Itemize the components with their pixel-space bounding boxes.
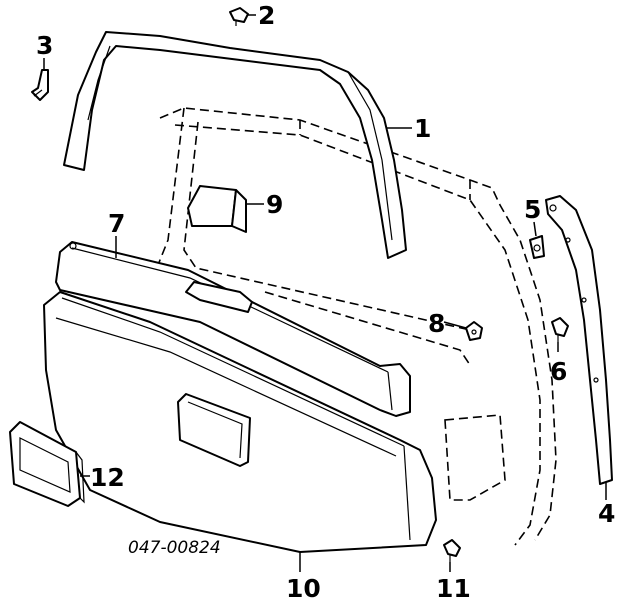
part-10-trim-panel — [43, 291, 437, 553]
part-5-clip — [529, 235, 545, 259]
callout-12: 12 — [90, 463, 125, 492]
part-1-arch-molding — [63, 31, 407, 259]
callout-5: 5 — [524, 195, 541, 224]
part-9-trim-block — [187, 185, 247, 233]
callout-9: 9 — [266, 190, 283, 219]
part-4-side-molding — [545, 195, 613, 485]
diagram-part-number: 047-00824 — [128, 538, 221, 558]
callout-10: 10 — [286, 574, 321, 600]
part-6-clip — [551, 317, 569, 342]
callout-8: 8 — [428, 309, 445, 338]
callout-7: 7 — [108, 209, 125, 238]
part-3-clip — [31, 69, 49, 101]
part-11-clip — [443, 539, 461, 562]
callout-3: 3 — [36, 31, 53, 60]
callout-1: 1 — [414, 114, 431, 143]
callout-2: 2 — [258, 1, 275, 30]
callout-11: 11 — [436, 574, 471, 600]
door-frame-outline — [157, 107, 557, 546]
part-7-upper-garnish — [55, 241, 411, 417]
part-2-clip — [229, 7, 249, 26]
leader-lines — [43, 14, 607, 572]
callout-4: 4 — [598, 499, 615, 528]
part-8-clip — [465, 321, 483, 341]
part-12-bezel — [9, 421, 85, 507]
callout-6: 6 — [550, 357, 567, 386]
